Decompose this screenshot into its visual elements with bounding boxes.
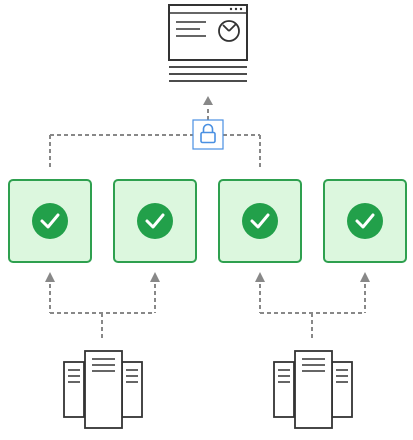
checkmark-icon [32, 203, 68, 239]
checkmark-icon [242, 203, 278, 239]
verified-node [113, 179, 197, 263]
upper-connector-lines [49, 134, 261, 170]
verified-node [8, 179, 92, 263]
server-stack-icon [273, 350, 353, 429]
verified-node [218, 179, 302, 263]
lower-connector-right [255, 272, 370, 338]
dashboard-window-icon [168, 4, 248, 82]
lower-connector-left [45, 272, 160, 338]
checkmark-icon [347, 203, 383, 239]
checkmark-icon [137, 203, 173, 239]
verified-node [323, 179, 407, 263]
lock-icon [192, 119, 224, 150]
server-stack-icon [63, 350, 143, 429]
arrow-to-dashboard [203, 96, 213, 120]
